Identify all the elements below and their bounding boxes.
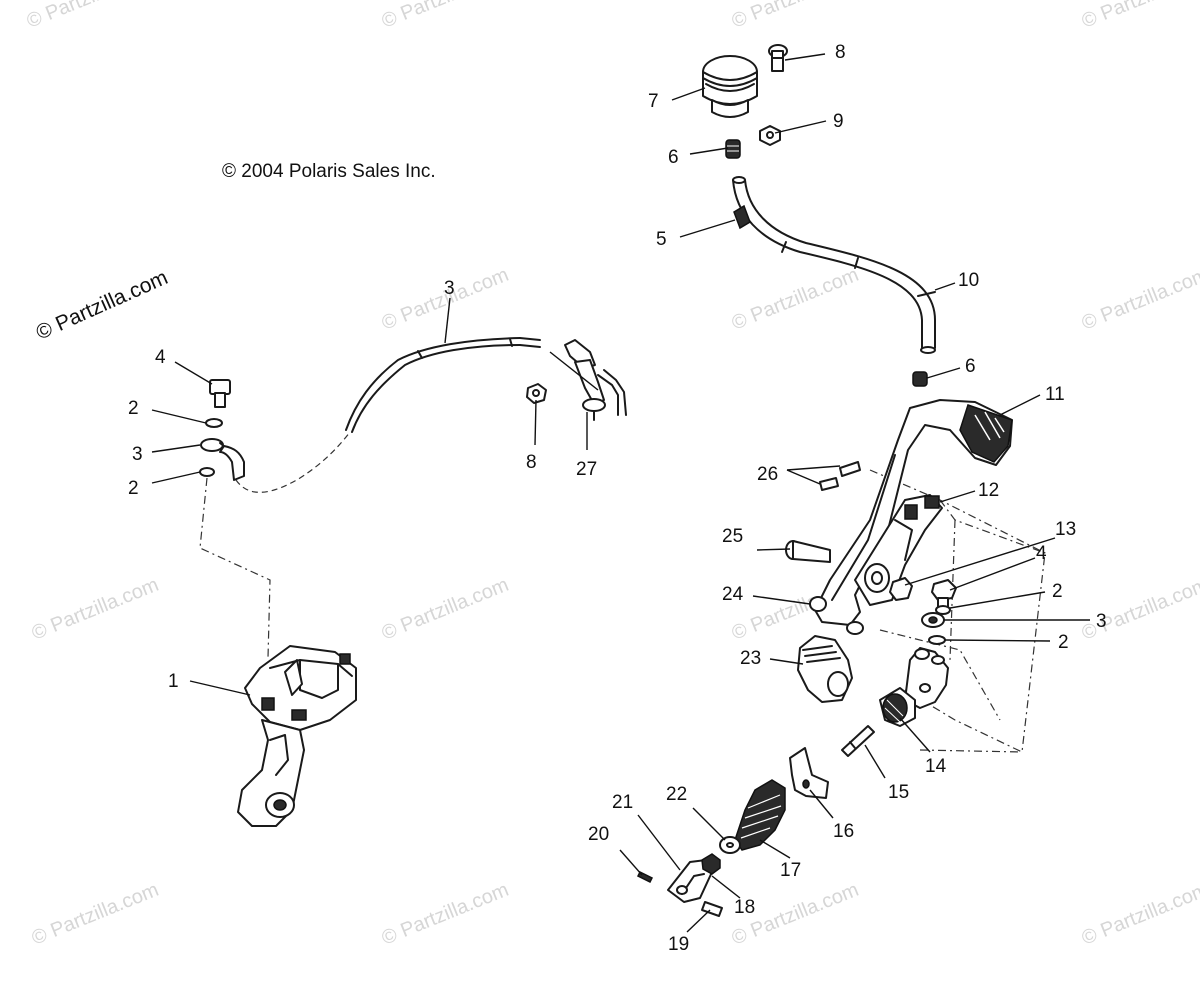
part-clevis: [667, 859, 713, 903]
part-banjo-fitting-left: [200, 438, 245, 481]
watermark-dark: © Partzilla.com: [33, 266, 172, 345]
watermark: © Partzilla.com: [1079, 574, 1200, 645]
part-hose-clamp: [733, 204, 751, 230]
part-nut-left: [526, 383, 547, 404]
part-bolt-13: [889, 577, 913, 601]
part-clevis-pin: [701, 901, 723, 917]
callout-6: 6: [965, 356, 976, 377]
part-bushing: [809, 596, 827, 612]
watermark: © Partzilla.com: [1079, 879, 1200, 950]
callout-21: 21: [612, 792, 633, 813]
watermark: © Partzilla.com: [1079, 0, 1200, 33]
callout-2: 2: [1052, 581, 1063, 602]
callout-8: 8: [526, 452, 537, 473]
part-pin-26: [819, 461, 861, 491]
part-bolt-upper: [768, 44, 788, 72]
callout-4: 4: [155, 347, 166, 368]
callout-9: 9: [833, 111, 844, 132]
part-pedal-bracket: [854, 494, 943, 606]
watermark: © Partzilla.com: [379, 0, 512, 33]
part-fitting-lower: [912, 371, 928, 387]
callout-5: 5: [656, 229, 667, 250]
callout-1: 1: [168, 671, 179, 692]
callout-2: 2: [1058, 632, 1069, 653]
part-brake-caliper: [237, 645, 357, 827]
callout-15: 15: [888, 782, 909, 803]
part-banjo-bolt-right: [931, 579, 957, 611]
part-hose-bracket: [564, 339, 627, 421]
callout-3: 3: [444, 278, 455, 299]
callout-27: 27: [576, 459, 597, 480]
part-washer-22: [719, 836, 741, 854]
callout-3: 3: [132, 444, 143, 465]
callout-26: 26: [757, 464, 778, 485]
assembly-line-left: [199, 477, 271, 659]
callout-11: 11: [1045, 384, 1065, 405]
brake-hose-dashed: [235, 431, 351, 493]
part-cylinder-bracket: [789, 747, 829, 799]
leader-lines: [151, 53, 1090, 933]
watermark: © Partzilla.com: [379, 264, 512, 335]
callout-18: 18: [734, 897, 755, 918]
callout-14: 14: [925, 756, 947, 777]
part-pedal-boot: [797, 635, 853, 703]
callout-20: 20: [588, 824, 609, 845]
part-reservoir: [702, 55, 758, 118]
watermark: © Partzilla.com: [729, 264, 862, 335]
callout-17: 17: [780, 860, 801, 881]
watermark: © Partzilla.com: [729, 0, 862, 33]
watermark: © Partzilla.com: [1079, 264, 1200, 335]
caliper-hose-assembly: [199, 337, 627, 827]
callout-12: 12: [978, 480, 999, 501]
callout-16: 16: [833, 821, 854, 842]
callout-25: 25: [722, 526, 743, 547]
reservoir-assembly: [702, 44, 936, 387]
watermark: © Partzilla.com: [24, 0, 157, 33]
part-reservoir-hose: [732, 176, 936, 354]
copyright-notice: © 2004 Polaris Sales Inc.: [222, 161, 436, 182]
part-master-cylinder: [879, 647, 949, 727]
part-washer-lower-left: [199, 467, 215, 477]
callout-2: 2: [128, 398, 139, 419]
assembly-box: [869, 469, 1046, 753]
callout-7: 7: [648, 91, 659, 112]
callout-3: 3: [1096, 611, 1107, 632]
part-jam-nut: [701, 853, 721, 875]
callout-4: 4: [1036, 543, 1047, 564]
part-fitting-upper: [725, 139, 741, 159]
watermark: © Partzilla.com: [29, 574, 162, 645]
callout-numbers: 1 2 3 2 4 3 8 27 8 7 9 6 5 10 6 11 26 12…: [128, 42, 1107, 955]
callout-24: 24: [722, 584, 744, 605]
part-washer-upper-right: [935, 605, 951, 615]
part-banjo-fitting-right: [921, 612, 945, 628]
callout-6: 6: [668, 147, 679, 168]
callout-19: 19: [668, 934, 689, 955]
watermark: © Partzilla.com: [29, 879, 162, 950]
callout-13: 13: [1055, 519, 1076, 540]
part-dust-boot: [734, 779, 786, 851]
callout-8: 8: [835, 42, 846, 63]
watermark: © Partzilla.com: [379, 879, 512, 950]
part-pivot-bolt: [785, 540, 831, 563]
callout-10: 10: [958, 270, 979, 291]
part-banjo-bolt-left: [209, 379, 231, 408]
watermark: © Partzilla.com: [379, 574, 512, 645]
part-washer-lower-right: [928, 635, 946, 645]
brake-hose: [351, 344, 521, 433]
part-washer-upper-left: [205, 418, 223, 428]
callout-2: 2: [128, 478, 139, 499]
part-pushrod: [841, 725, 875, 757]
callout-22: 22: [666, 784, 687, 805]
pedal-assembly: [636, 399, 1046, 917]
callout-23: 23: [740, 648, 761, 669]
